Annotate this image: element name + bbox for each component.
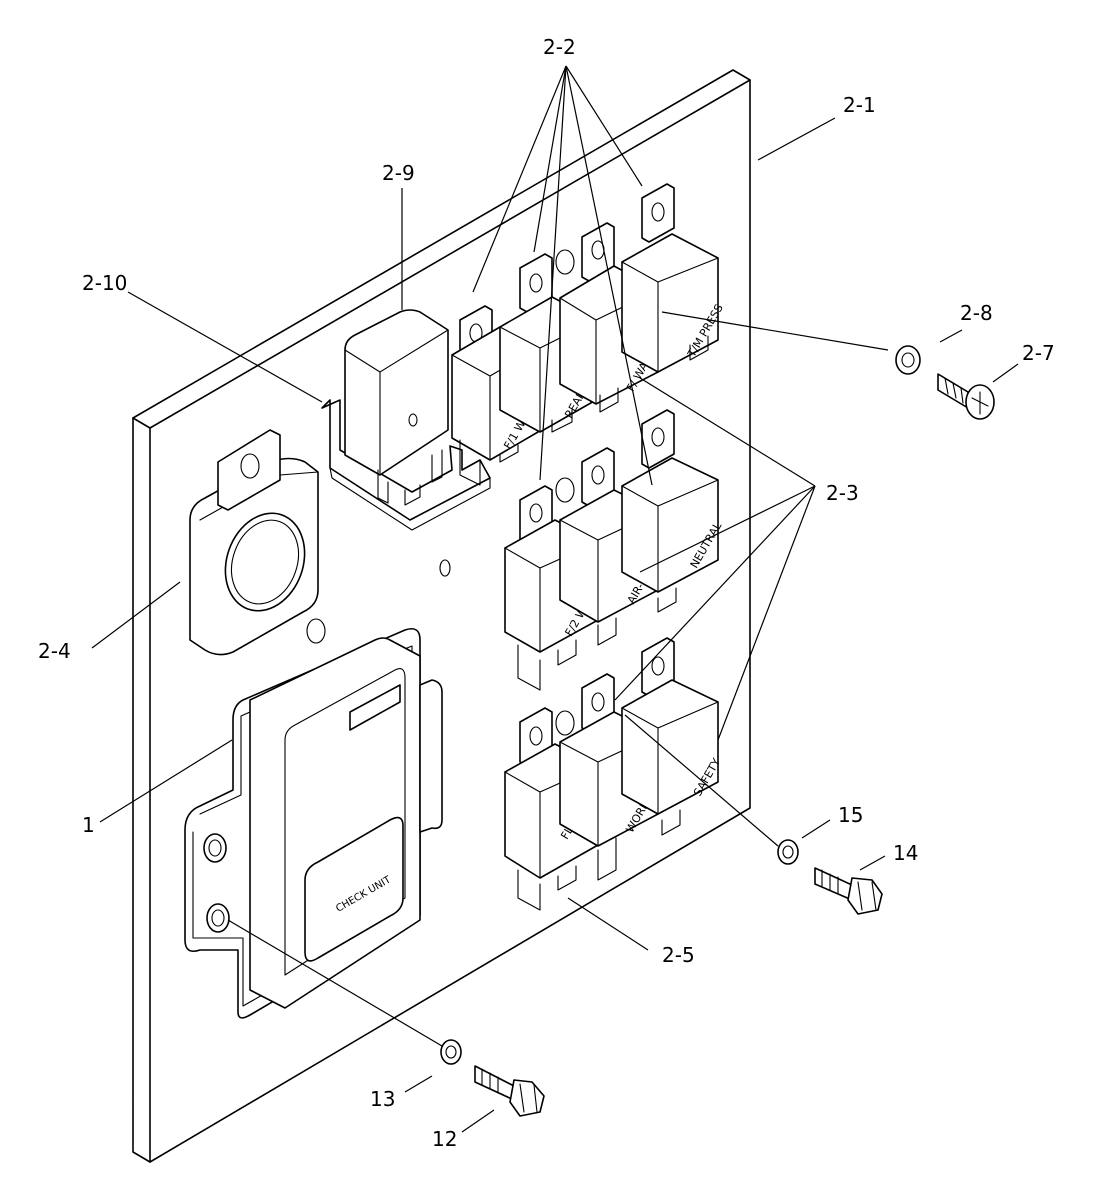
washer-icon xyxy=(440,1039,462,1065)
callout-labels: 2-2 2-1 2-9 2-10 2-8 2-7 2-3 2-4 1 15 14… xyxy=(38,35,1055,1151)
callout-2-2: 2-2 xyxy=(543,35,576,59)
plate-hole-icon xyxy=(439,559,451,577)
callout-2-10: 2-10 xyxy=(82,271,127,295)
callout-1: 1 xyxy=(82,813,95,837)
callout-2-9: 2-9 xyxy=(382,161,415,185)
callout-14: 14 xyxy=(893,841,918,865)
mounting-hole-icon xyxy=(206,903,230,933)
screw-icon xyxy=(937,373,995,420)
callout-2-7: 2-7 xyxy=(1022,341,1055,365)
callout-2-8: 2-8 xyxy=(960,301,993,325)
callout-15: 15 xyxy=(838,803,863,827)
bolt-icon xyxy=(814,867,883,915)
check-unit: CHECK UNIT xyxy=(184,627,443,1019)
callout-2-5: 2-5 xyxy=(662,943,695,967)
bolt-icon xyxy=(474,1065,545,1117)
callout-2-1: 2-1 xyxy=(843,93,876,117)
plate-hole-icon xyxy=(555,249,575,275)
callout-2-3: 2-3 xyxy=(826,481,859,505)
plate-hole-icon xyxy=(555,710,575,736)
plate-hole-icon xyxy=(555,477,575,503)
leader-lines xyxy=(91,65,1019,1133)
flasher-unit xyxy=(189,429,319,656)
callout-13: 13 xyxy=(370,1087,395,1111)
mounting-hole-icon xyxy=(203,833,227,863)
callout-12: 12 xyxy=(432,1127,457,1151)
buzzer xyxy=(344,309,449,506)
washer-icon xyxy=(777,839,799,865)
washer-icon xyxy=(895,345,921,375)
callout-2-4: 2-4 xyxy=(38,639,71,663)
plate-hole-icon xyxy=(306,618,326,644)
